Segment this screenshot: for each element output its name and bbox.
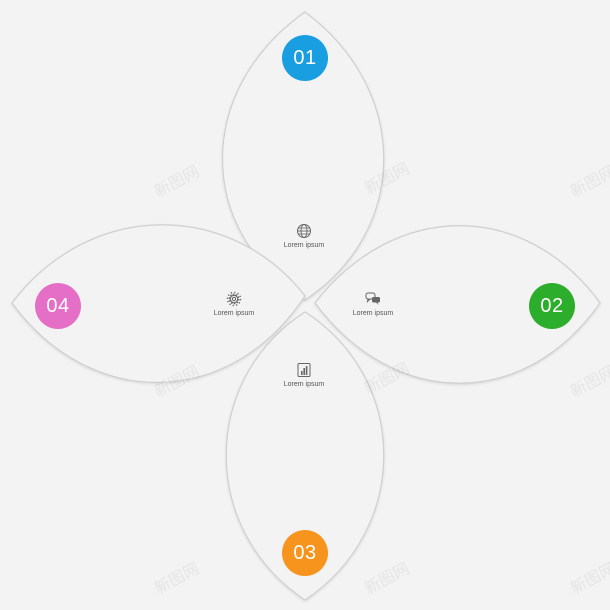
petal-bottom [225,311,385,601]
item-right: Lorem ipsum [333,291,413,317]
item-right-label: Lorem ipsum [352,310,394,317]
badge-01: 01 [282,35,328,81]
globe-icon [297,224,311,238]
item-left: Lorem ipsum [194,291,274,317]
badge-03-number: 03 [293,541,317,564]
badge-04-number: 04 [46,294,70,317]
petal-left [11,224,306,383]
badge-02-number: 02 [540,294,564,317]
item-top-label: Lorem ipsum [283,242,325,249]
item-left-label: Lorem ipsum [213,310,255,317]
item-bottom-label: Lorem ipsum [283,381,325,388]
petal-right [314,225,601,384]
petal-top [222,11,385,301]
item-bottom: Lorem ipsum [264,362,344,388]
gear-icon [226,291,242,307]
document-chart-icon [297,363,311,377]
badge-02: 02 [529,283,575,329]
badge-04: 04 [35,283,81,329]
item-top: Lorem ipsum [264,223,344,249]
chat-bubbles-icon [365,292,380,305]
badge-03: 03 [282,530,328,576]
badge-01-number: 01 [293,46,317,69]
